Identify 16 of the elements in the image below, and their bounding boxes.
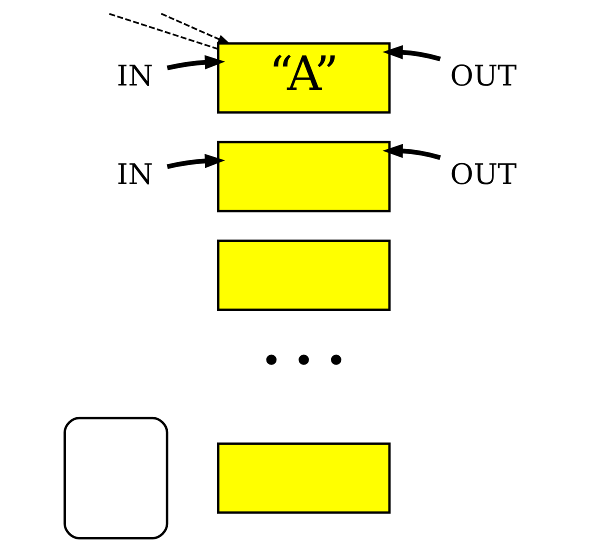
node-box — [216, 442, 390, 514]
node-box — [63, 416, 168, 540]
node-box — [216, 140, 390, 212]
arrow — [166, 55, 225, 70]
node-text: OUT — [450, 59, 516, 92]
node-text: OUT — [450, 158, 516, 191]
node-text: IN — [116, 59, 153, 92]
node-box: “A” — [216, 42, 390, 114]
node-text: IN — [116, 158, 153, 191]
connector — [108, 12, 218, 50]
label: • • • — [260, 340, 346, 382]
arrow — [382, 45, 440, 62]
arrow — [166, 154, 225, 169]
arrow — [160, 12, 230, 44]
node-box — [216, 240, 390, 312]
arrow — [382, 144, 440, 160]
